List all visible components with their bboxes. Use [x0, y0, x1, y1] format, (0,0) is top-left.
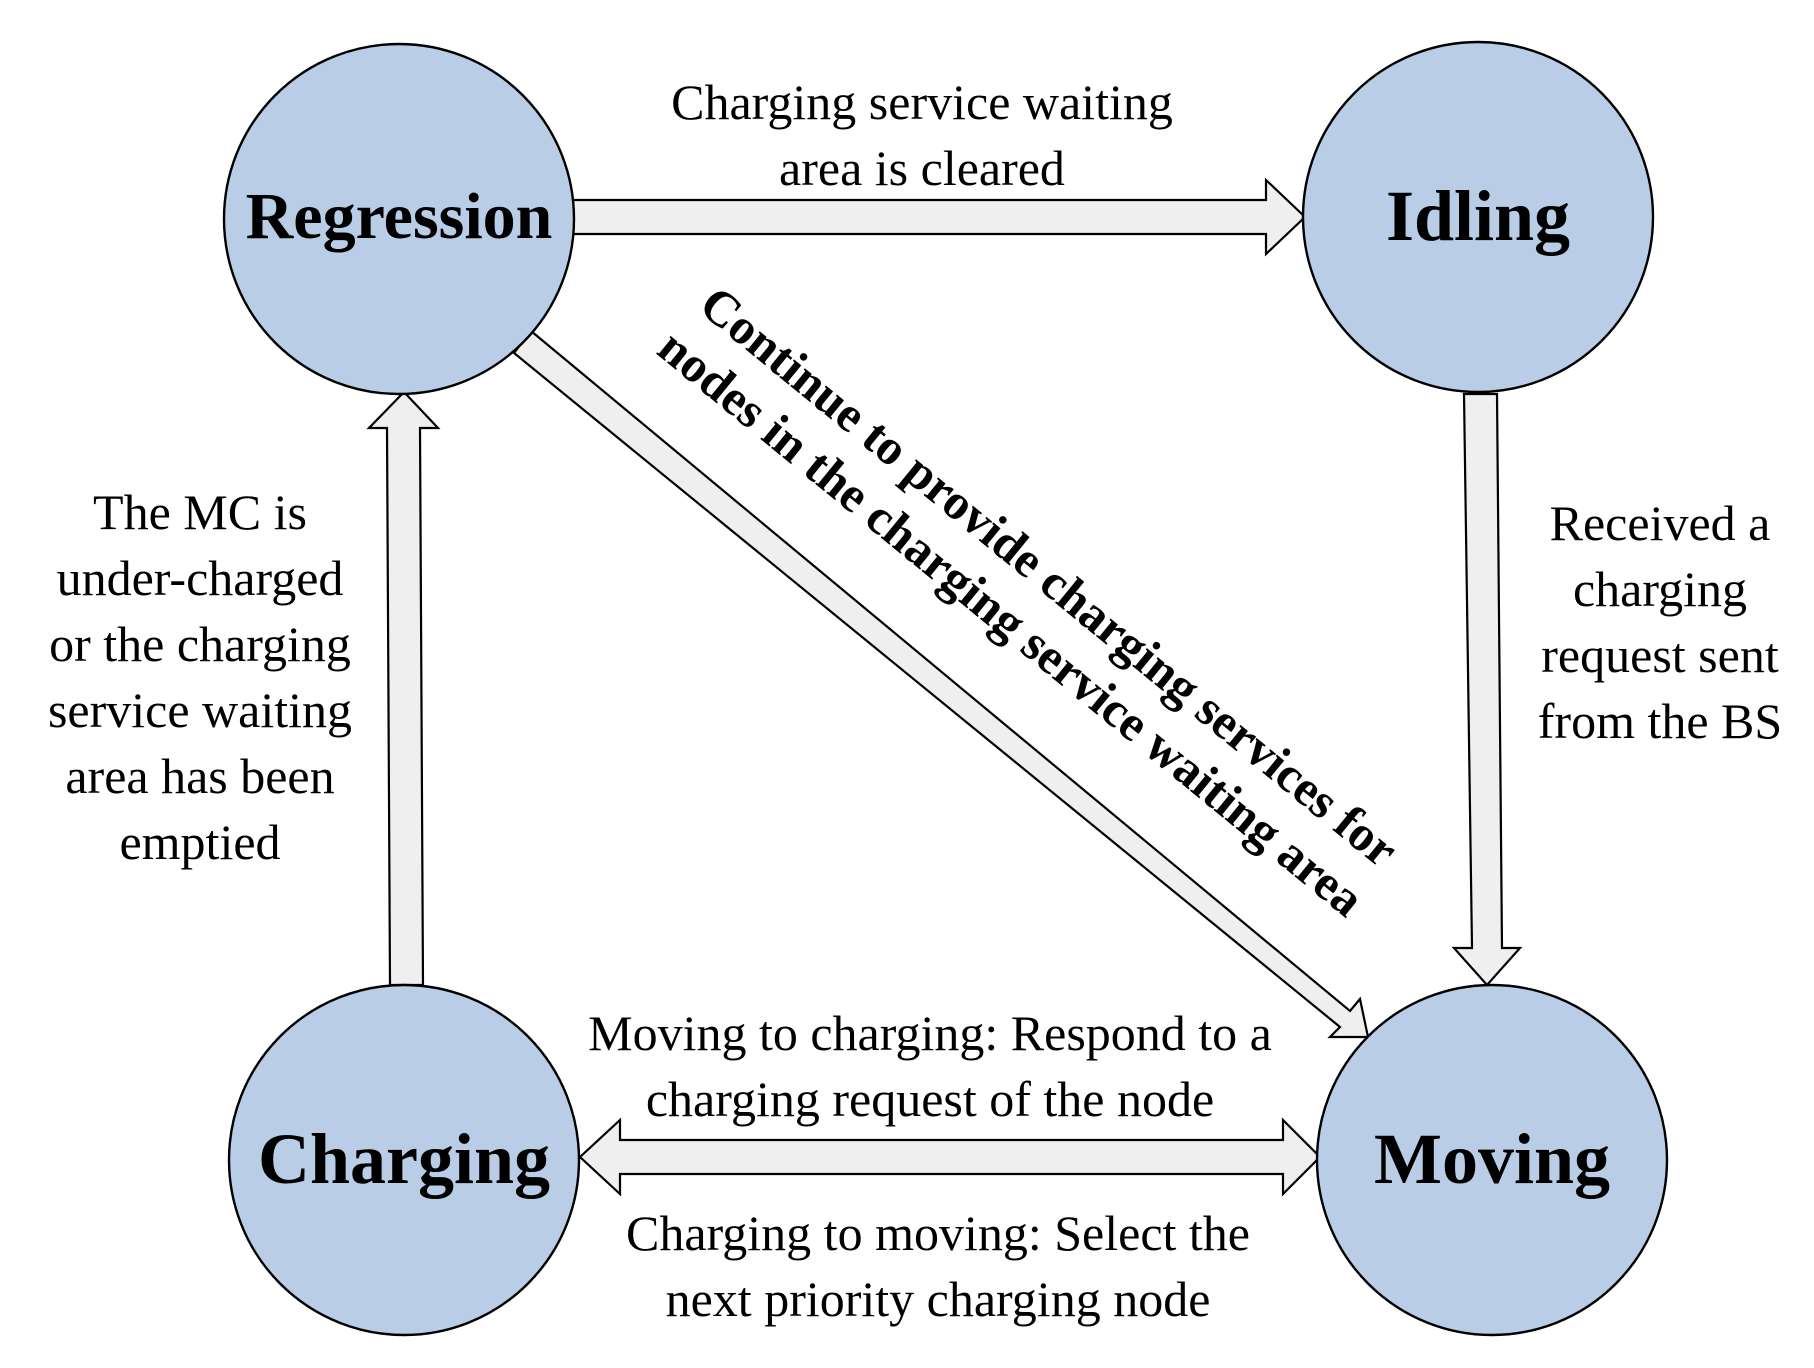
label-charging-to-regression: The MC is under-charged or the charging … — [48, 484, 352, 870]
state-regression: Regression — [222, 42, 576, 396]
label-line: under-charged — [57, 550, 344, 606]
arrow-idling-to-moving — [1451, 392, 1523, 987]
state-idling-label: Idling — [1386, 176, 1570, 256]
label-line: Moving to charging: Respond to a — [588, 1005, 1272, 1061]
state-moving: Moving — [1315, 983, 1669, 1337]
label-idling-to-moving: Received a charging request sent from th… — [1538, 495, 1782, 749]
arrow-regression-to-moving — [512, 329, 1370, 1039]
label-line: Charging to moving: Select the — [626, 1205, 1250, 1261]
label-line: or the charging — [49, 616, 351, 672]
state-regression-label: Regression — [246, 180, 553, 253]
label-line: charging — [1573, 561, 1747, 617]
label-line: request sent — [1541, 627, 1779, 683]
state-charging-label: Charging — [258, 1119, 550, 1199]
arrow-charging-to-regression — [366, 390, 441, 987]
label-line: area has been — [65, 748, 334, 804]
label-line: Charging service waiting — [671, 74, 1173, 130]
label-line: from the BS — [1538, 693, 1782, 749]
state-charging: Charging — [227, 983, 581, 1337]
label-line: next priority charging node — [666, 1271, 1211, 1327]
arrow-charging-moving-bidirectional — [578, 1117, 1322, 1197]
label-regression-to-moving: Continue to provide charging services fo… — [648, 275, 1409, 928]
label-moving-to-charging: Moving to charging: Respond to a chargin… — [588, 1005, 1272, 1127]
label-regression-to-idling: Charging service waiting area is cleared — [671, 74, 1173, 196]
label-line: service waiting — [48, 682, 352, 738]
label-line: Received a — [1550, 495, 1771, 551]
label-line: charging request of the node — [646, 1071, 1214, 1127]
label-line: nodes in the charging service waiting ar… — [648, 318, 1375, 927]
label-line: The MC is — [93, 484, 307, 540]
arrow-regression-to-idling — [570, 177, 1307, 257]
label-line: emptied — [119, 814, 280, 870]
label-line: area is cleared — [779, 140, 1065, 196]
label-charging-to-moving: Charging to moving: Select the next prio… — [626, 1205, 1250, 1327]
state-moving-label: Moving — [1374, 1119, 1610, 1199]
state-idling: Idling — [1301, 40, 1655, 394]
